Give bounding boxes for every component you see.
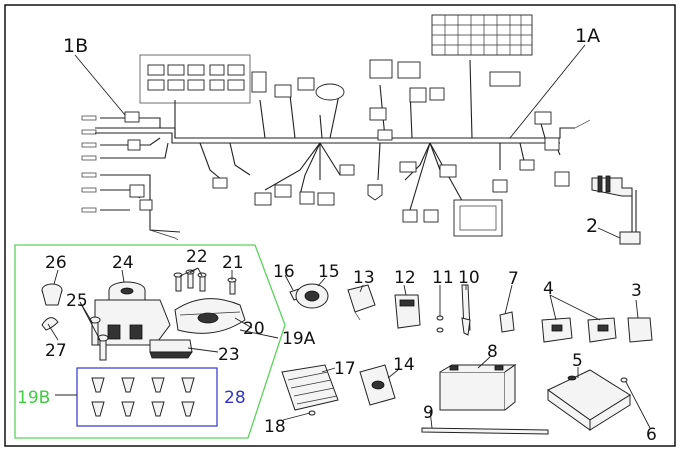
horn	[295, 283, 329, 309]
callout-26: 26	[45, 253, 67, 273]
callout-24: 24	[112, 253, 134, 273]
spark-plug-cable	[591, 175, 641, 245]
callout-15: 15	[318, 262, 340, 282]
ecu-module	[547, 369, 631, 431]
sensor-7	[499, 311, 515, 333]
bolts-22	[173, 269, 207, 292]
fuse-10	[461, 284, 471, 336]
diagram-border	[4, 4, 676, 447]
connector-panel-top	[139, 54, 251, 104]
harness-labels	[81, 115, 97, 213]
group-19B-outline	[14, 244, 286, 439]
callout-13: 13	[353, 268, 375, 288]
callout-23: 23	[218, 345, 240, 365]
callout-12: 12	[394, 268, 416, 288]
callout-25: 25	[66, 291, 88, 311]
relay-14	[359, 364, 396, 406]
bolts-11	[436, 315, 444, 333]
connector-pair-4	[541, 317, 617, 343]
battery	[439, 364, 517, 411]
group-28-outline	[76, 367, 218, 427]
callout-17: 17	[334, 359, 356, 379]
callout-16: 16	[273, 262, 295, 282]
callout-1B: 1B	[63, 35, 88, 57]
bolt-21	[227, 277, 237, 295]
callout-8: 8	[487, 342, 498, 362]
starter-relay	[394, 294, 421, 329]
fuse-block-connector	[431, 14, 533, 56]
regulator-rectifier	[281, 364, 339, 411]
battery-strap	[421, 427, 549, 435]
callout-5: 5	[572, 351, 583, 371]
callout-9: 9	[423, 403, 434, 423]
harness-connectors	[124, 59, 570, 237]
callout-2: 2	[586, 215, 598, 237]
callout-21: 21	[222, 253, 244, 273]
plug-set-28	[91, 377, 195, 417]
ignition-switch-body	[94, 281, 171, 346]
switch-cap	[41, 283, 63, 306]
callout-19A: 19A	[282, 329, 316, 349]
callout-10: 10	[458, 268, 480, 288]
callouts: 1B 1A 2 3 4 5 6 7 8 9 10 11 12 13 14 15 …	[17, 25, 657, 445]
bolt-6	[620, 377, 628, 383]
callout-1A: 1A	[575, 25, 600, 47]
spring-clip	[41, 317, 59, 331]
lock-plate	[174, 298, 246, 334]
callout-18: 18	[264, 417, 286, 437]
callout-20: 20	[243, 319, 265, 339]
leader-lines	[47, 44, 651, 429]
callout-14: 14	[393, 355, 415, 375]
wiring-harness	[95, 59, 591, 241]
callout-3: 3	[631, 281, 642, 301]
bracket-23	[149, 339, 193, 359]
relay-13	[347, 284, 376, 321]
callout-6: 6	[646, 425, 657, 445]
switch-screws	[89, 316, 109, 361]
callout-11: 11	[432, 268, 454, 288]
connector-3	[627, 317, 653, 343]
callout-27: 27	[45, 341, 67, 361]
callout-7: 7	[508, 269, 519, 289]
callout-22: 22	[186, 247, 208, 267]
callout-19B: 19B	[17, 388, 50, 408]
callout-4: 4	[543, 279, 554, 299]
callout-28: 28	[224, 388, 246, 408]
